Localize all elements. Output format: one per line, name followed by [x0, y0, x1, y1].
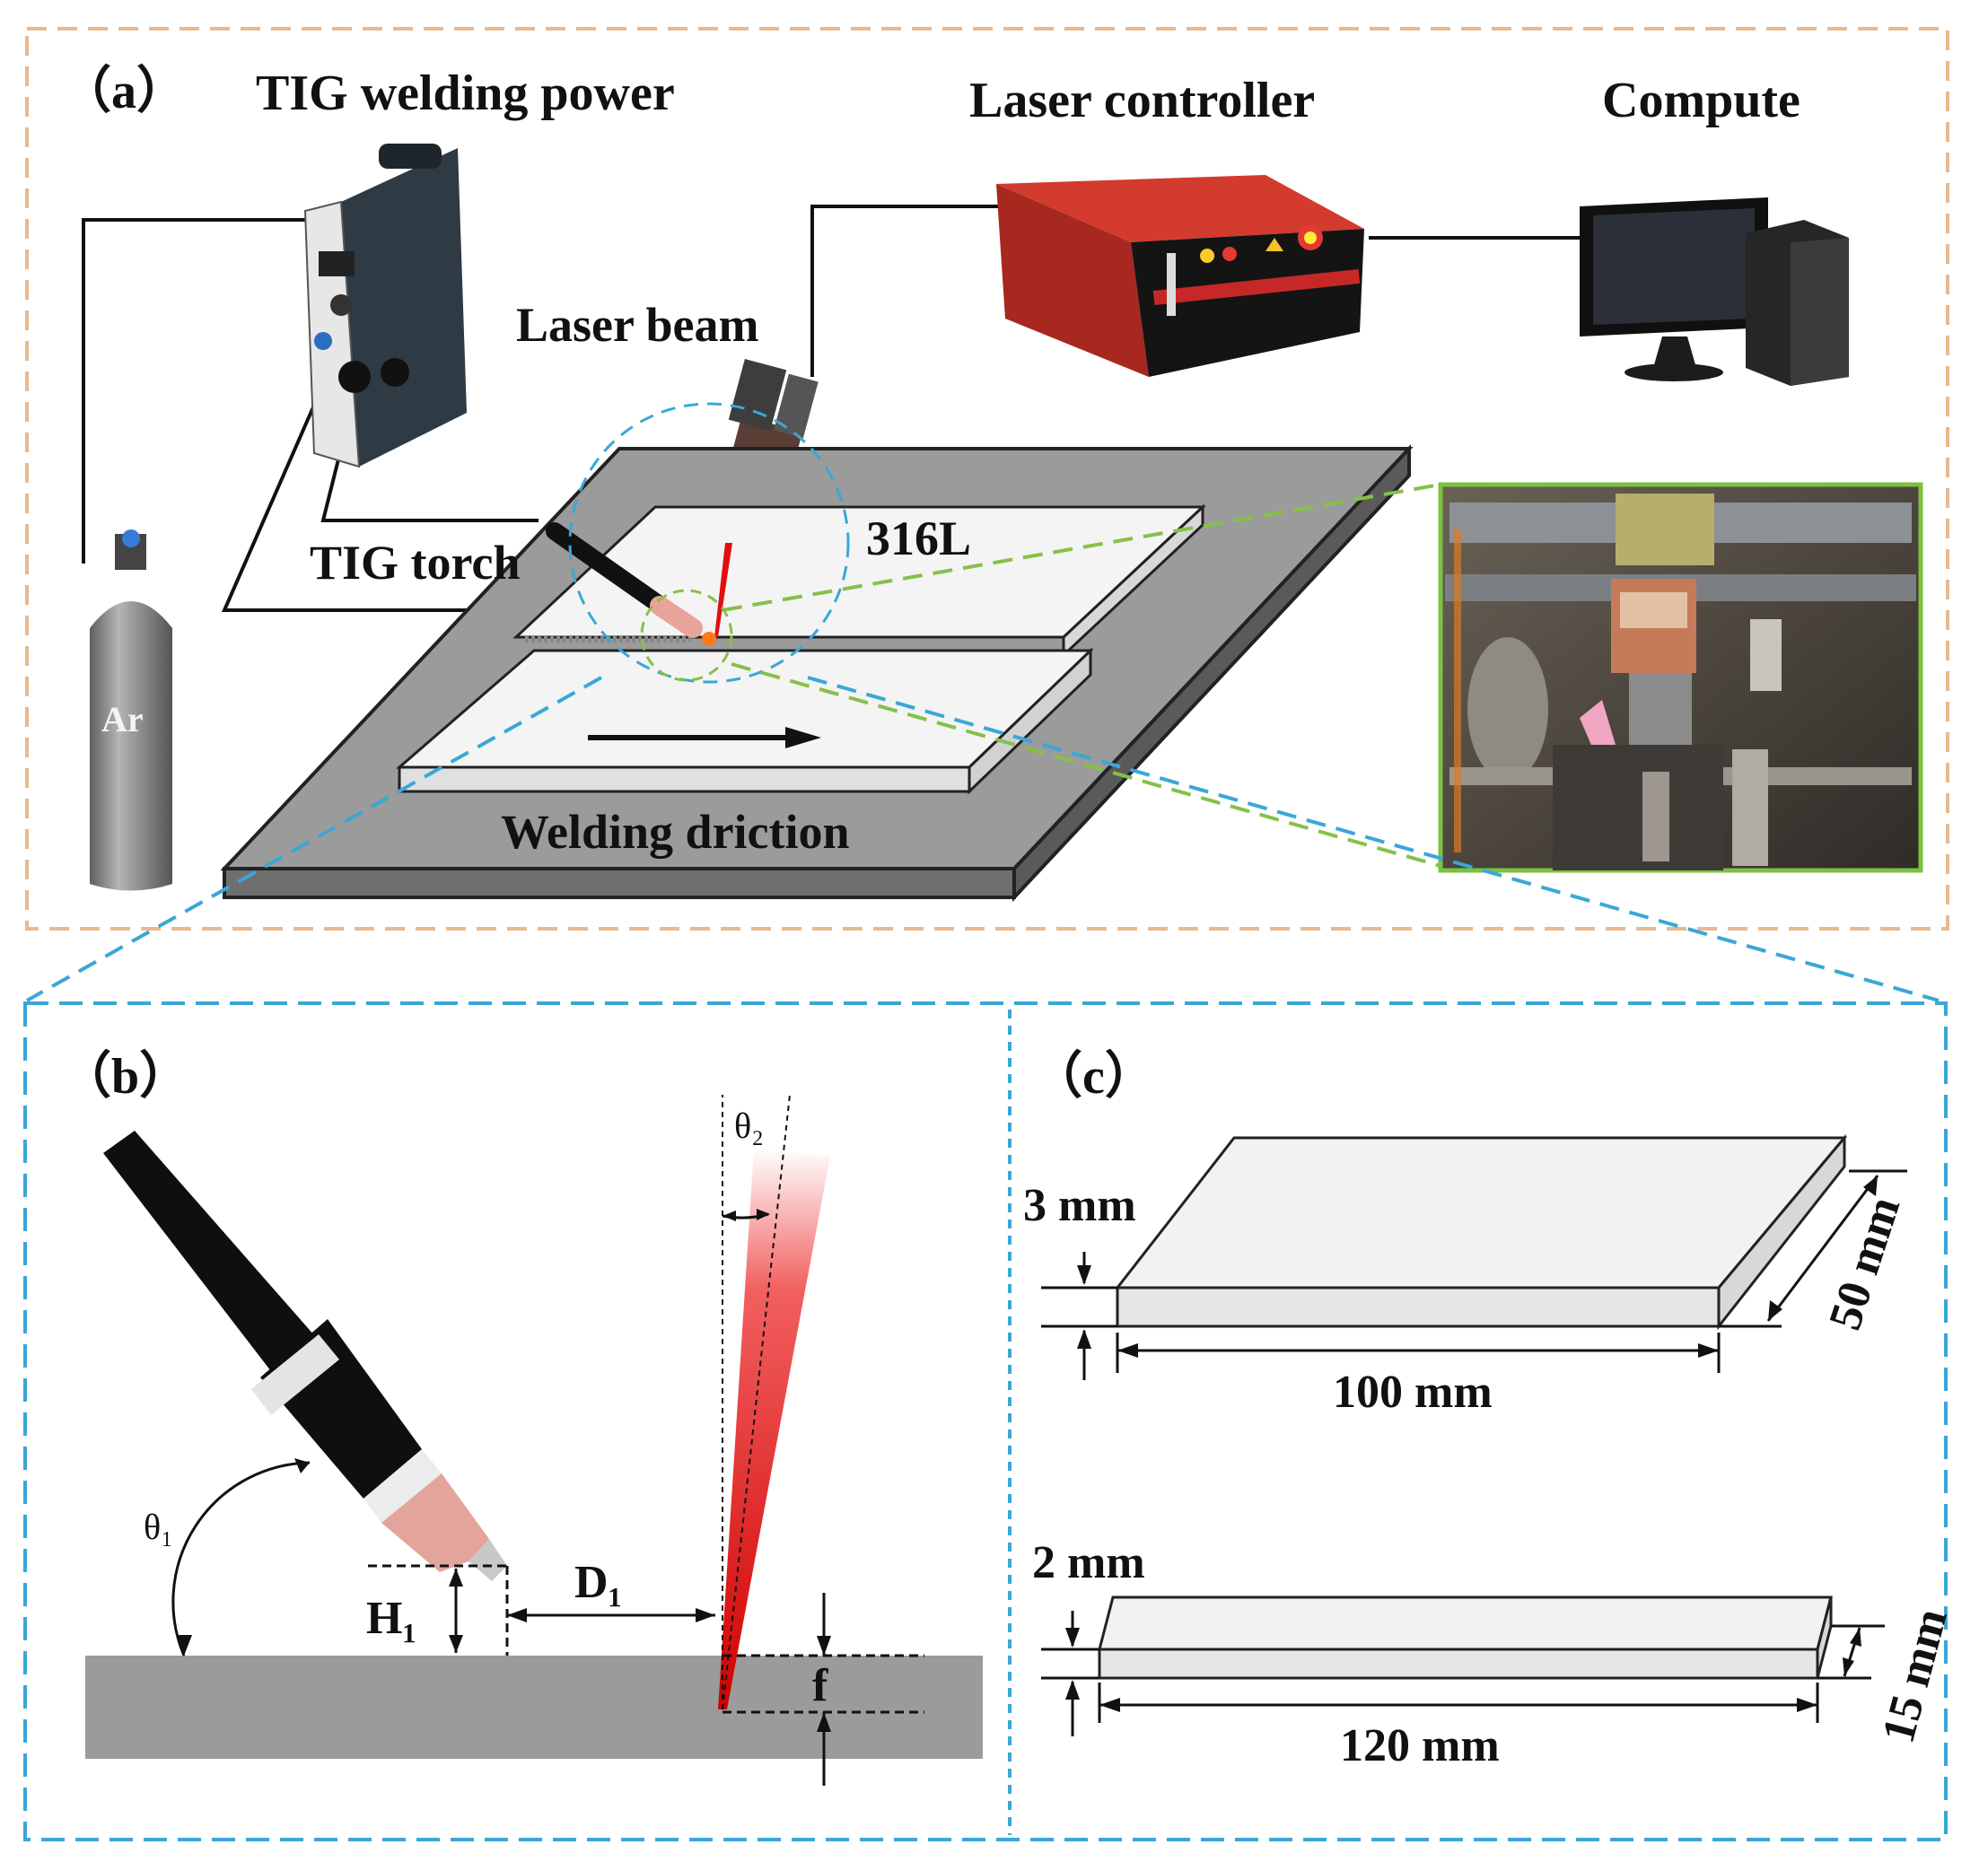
- panel-bc-frame: [23, 1001, 1948, 1841]
- green-leaders: [722, 483, 1441, 868]
- f-dimension: [723, 1593, 924, 1786]
- panel-b-label: （b）: [61, 1048, 189, 1105]
- workpiece-section: [85, 1656, 983, 1759]
- gas-label: Ar: [101, 699, 144, 739]
- computer-label: Compute: [1602, 73, 1800, 128]
- laser-controller-label: Laser controller: [969, 73, 1315, 128]
- f-label: f: [812, 1660, 828, 1711]
- zoom-circle-green: [640, 589, 733, 682]
- h1-dimension: [368, 1564, 509, 1656]
- laser-beam-label: Laser beam: [516, 298, 758, 352]
- plate-1-thickness-label: 3 mm: [1023, 1180, 1136, 1231]
- panel-a-label: （a）: [61, 63, 187, 119]
- tig-torch-b: [103, 1131, 507, 1581]
- wiring: [82, 205, 1584, 612]
- setup-photo: [1438, 482, 1923, 873]
- work-plates: [395, 503, 1206, 795]
- d1-label: D₁: [574, 1557, 622, 1608]
- tig-torch-a: [546, 522, 703, 638]
- laser-beam-a: [714, 543, 732, 637]
- plate-1-dimensions: [1041, 1169, 1907, 1380]
- theta1-label: θ₁: [144, 1507, 173, 1547]
- plate-2-arrowheads: [1065, 1628, 1861, 1712]
- theta2-label: θ₂: [734, 1106, 764, 1146]
- tig-torch-label: TIG torch: [310, 536, 521, 590]
- tig-power-label: TIG welding power: [256, 66, 675, 121]
- plate-2-thickness-label: 2 mm: [1032, 1537, 1145, 1588]
- material-label: 316L: [866, 511, 971, 565]
- welding-direction-label: Welding driction: [501, 805, 850, 859]
- plate-1-arrowheads: [1077, 1176, 1878, 1358]
- zoom-circle-blue: [568, 402, 850, 684]
- panel-a-frame: [25, 27, 1949, 931]
- theta2-angle: [722, 1094, 791, 1710]
- d1-dimension: [507, 1608, 715, 1622]
- panel-c-label: （c）: [1032, 1048, 1155, 1105]
- plate-1-length-label: 100 mm: [1333, 1367, 1493, 1418]
- argon-cylinder: [90, 529, 172, 891]
- theta1-angle: [171, 1458, 311, 1657]
- plate-1: [1114, 1133, 1848, 1331]
- laser-beam-b: [718, 1149, 830, 1709]
- h1-label: H₁: [366, 1593, 416, 1644]
- weld-spot: [702, 632, 716, 646]
- laser-controller-unit: [996, 175, 1364, 377]
- plate-2-length-label: 120 mm: [1340, 1720, 1500, 1771]
- plate-2: [1098, 1595, 1833, 1680]
- blue-zoom-leaders: [26, 676, 1940, 1002]
- tig-power-source: [303, 144, 467, 468]
- plate-2-dimensions: [1041, 1611, 1885, 1736]
- computer-unit: [1580, 197, 1849, 386]
- welding-direction-arrow: [588, 727, 821, 748]
- plate-1-width-label: 50 mm: [1819, 1191, 1910, 1336]
